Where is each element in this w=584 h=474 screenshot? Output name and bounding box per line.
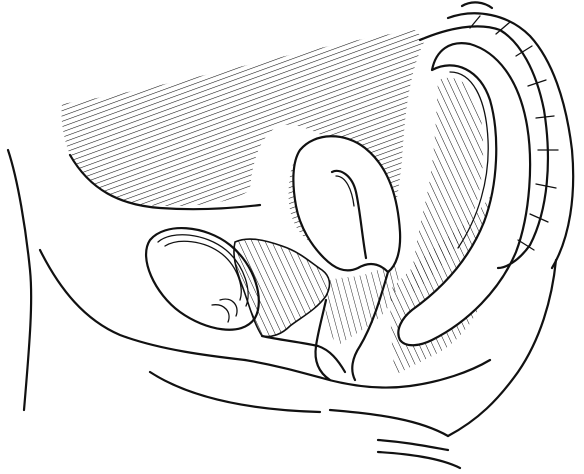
buttock-lines (378, 440, 448, 450)
perineum-contour (245, 360, 490, 388)
lower-contour-1 (150, 372, 320, 412)
anterior-body-wall (8, 150, 31, 410)
buttock-lines-2 (378, 452, 460, 468)
lower-contour-2 (330, 410, 448, 436)
